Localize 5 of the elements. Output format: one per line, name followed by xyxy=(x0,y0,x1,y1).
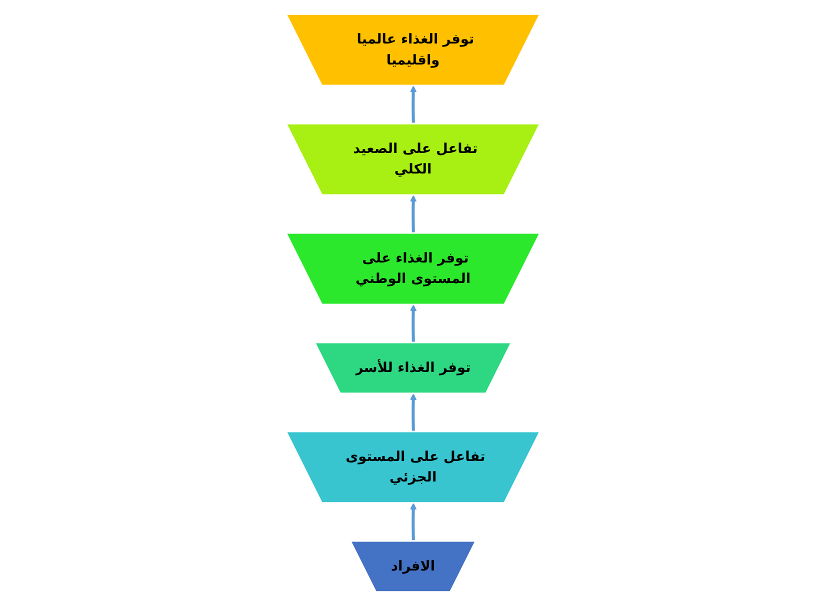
arrow xyxy=(410,304,417,343)
arrow xyxy=(410,195,417,234)
arrow xyxy=(410,394,417,432)
arrow xyxy=(410,86,417,124)
arrow xyxy=(410,503,417,542)
